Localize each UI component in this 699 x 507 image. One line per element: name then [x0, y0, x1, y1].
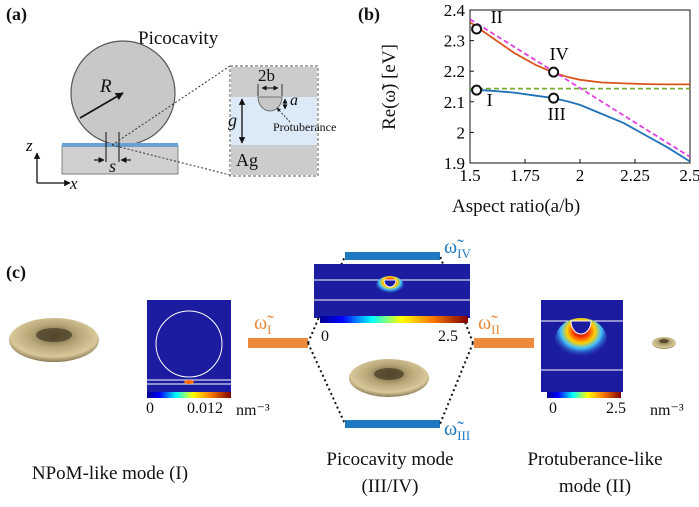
- marker-IV: [548, 66, 560, 78]
- marker-label-I: I: [487, 90, 493, 110]
- metal-label: Ag: [236, 150, 258, 170]
- marker-I: [471, 84, 483, 96]
- inset-height-label: a: [290, 92, 298, 109]
- marker-III: [548, 92, 560, 104]
- chart-ylabel: Re(ω̃) [eV]: [379, 44, 400, 130]
- protuberance-field-map: [541, 300, 623, 398]
- series-line-1: [470, 88, 690, 163]
- picocavity-torus-shape: [349, 359, 429, 397]
- plot-frame: [469, 9, 691, 164]
- panel-b-label: (b): [358, 4, 380, 24]
- cbar-right-min: 0: [549, 400, 557, 417]
- caption-picocavity-line2: (III/IV): [361, 476, 419, 497]
- caption-picocavity-line1: Picocavity mode: [326, 449, 454, 470]
- substrate: [61, 145, 179, 175]
- cbar-left-min: 0: [146, 400, 154, 417]
- y-tick-label: 2.1: [444, 93, 465, 112]
- caption-npom: NPoM-like mode (I): [31, 463, 189, 484]
- level-I-bar: [248, 338, 308, 348]
- cbar-right-max: 2.5: [606, 400, 626, 417]
- radius-arrow: [79, 92, 124, 119]
- x-tick-label: 1.5: [459, 166, 480, 185]
- y-tick-label: 2: [457, 123, 466, 142]
- y-tick-label: 2.2: [444, 62, 465, 81]
- cbar-right-unit: nm⁻³: [650, 402, 684, 419]
- cbar-left-max: 0.012: [187, 400, 223, 417]
- marker-label-IV: IV: [550, 44, 569, 64]
- axis-x-label: x: [70, 174, 78, 193]
- series-line-0: [470, 21, 690, 86]
- marker-label-II: II: [491, 7, 503, 27]
- caption-protuberance-line2: mode (II): [558, 476, 632, 497]
- axis-z-label: z: [26, 136, 33, 155]
- cbar-top-max: 2.5: [438, 328, 458, 345]
- npom-field-map: [147, 300, 231, 398]
- panel-c-figure: [9, 252, 676, 428]
- omega-III-label: ω̃III: [444, 418, 471, 443]
- npom-torus-shape: [9, 318, 99, 362]
- chart-xlabel: Aspect ratio(a/b): [452, 196, 581, 217]
- marker-II: [471, 23, 483, 35]
- gap-s-label: s: [109, 156, 117, 176]
- radius-label: R: [100, 76, 112, 97]
- level-III-bar: [345, 420, 440, 428]
- series-line-3: [470, 18, 690, 158]
- cbar-top-min: 0: [321, 328, 329, 345]
- panel-a-label: (a): [6, 4, 27, 24]
- protuberance-label: Protuberance: [273, 120, 337, 134]
- protuberance: [257, 96, 283, 112]
- y-tick-label: 2.3: [444, 32, 465, 51]
- panel-a-title: Picocavity: [138, 28, 219, 49]
- x-tick-label: 2: [576, 166, 585, 185]
- omega-IV-label: ω̃IV: [444, 236, 471, 261]
- y-tick-label: 2.4: [444, 1, 466, 20]
- level-II-bar: [474, 338, 534, 348]
- marker-label-III: III: [548, 104, 566, 124]
- picocavity-field-map: [314, 264, 470, 323]
- x-tick-label: 2.5: [679, 166, 699, 185]
- level-IV-bar: [345, 252, 440, 260]
- cbar-left-unit: nm⁻³: [236, 402, 270, 419]
- spacer-layer: [62, 143, 178, 147]
- caption-protuberance-line1: Protuberance-like: [527, 449, 663, 470]
- panel-c-label: (c): [6, 262, 26, 282]
- x-tick-label: 2.25: [620, 166, 650, 185]
- protuberance-torus-shape: [652, 337, 676, 349]
- y-tick-label: 1.9: [444, 154, 465, 173]
- inset-width-label: 2b: [258, 66, 275, 85]
- panel-a-figure: [33, 40, 319, 187]
- omega-II-label: ω̃II: [478, 312, 500, 337]
- omega-I-label: ω̃I: [254, 312, 272, 337]
- inset-gap-label: g: [228, 110, 237, 130]
- x-tick-label: 1.75: [510, 166, 540, 185]
